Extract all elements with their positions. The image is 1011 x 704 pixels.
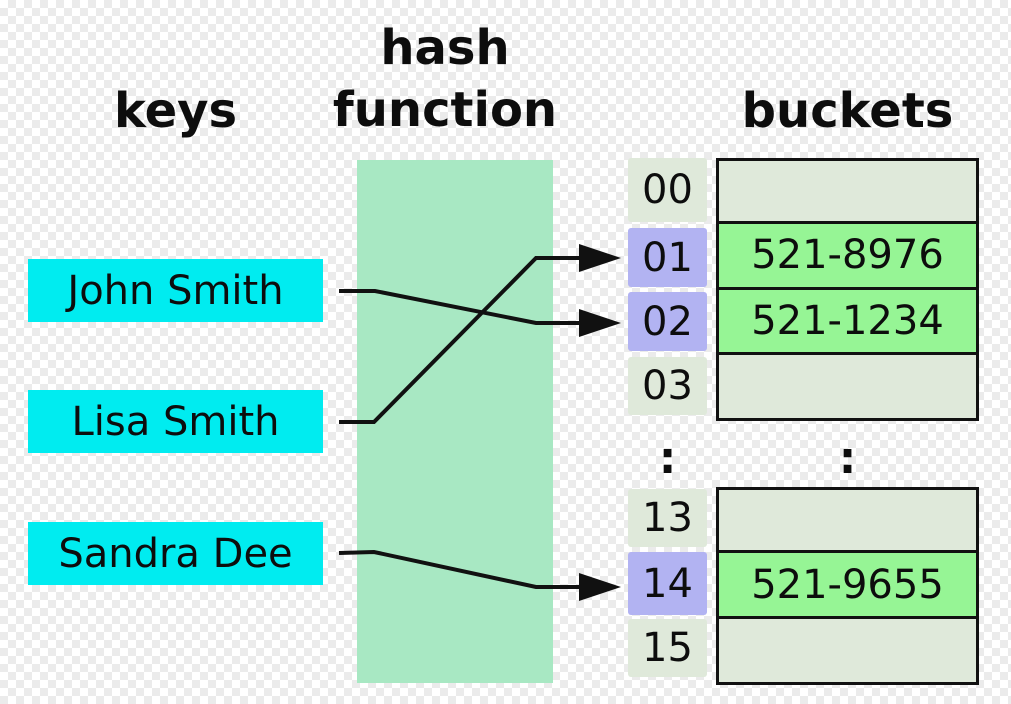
bucket-row-13 [719,490,976,551]
bucket-row-03 [719,352,976,418]
bucket-row-15 [719,616,976,682]
bucket-ellipsis: : [838,432,857,484]
key-box-lisa-smith: Lisa Smith [28,390,323,453]
index-cell-13: 13 [628,489,707,547]
index-ellipsis: : [658,432,677,484]
key-label: Sandra Dee [58,530,293,577]
index-cell-15: 15 [628,619,707,677]
bucket-row-02: 521-1234 [719,286,976,353]
index-cell-02: 02 [628,292,707,351]
bucket-table-bottom: 521-9655 [716,487,979,685]
key-box-sandra-dee: Sandra Dee [28,522,323,585]
index-cell-01: 01 [628,228,707,287]
hash-function-box [357,160,553,683]
heading-keys: keys [113,83,238,139]
arrowhead-02 [579,309,621,337]
heading-hash-function: hash function [332,20,558,138]
heading-buckets: buckets [741,83,954,139]
index-cell-14: 14 [628,552,707,615]
key-label: John Smith [67,267,284,314]
bucket-row-00 [719,161,976,221]
key-box-john-smith: John Smith [28,259,323,322]
bucket-row-14: 521-9655 [719,550,976,617]
index-cell-00: 00 [628,158,707,222]
bucket-row-01: 521-8976 [719,220,976,287]
key-label: Lisa Smith [71,398,280,445]
arrowhead-14 [579,573,621,601]
bucket-table-top: 521-8976 521-1234 [716,158,979,421]
arrowhead-01 [579,244,621,272]
index-cell-03: 03 [628,357,707,415]
